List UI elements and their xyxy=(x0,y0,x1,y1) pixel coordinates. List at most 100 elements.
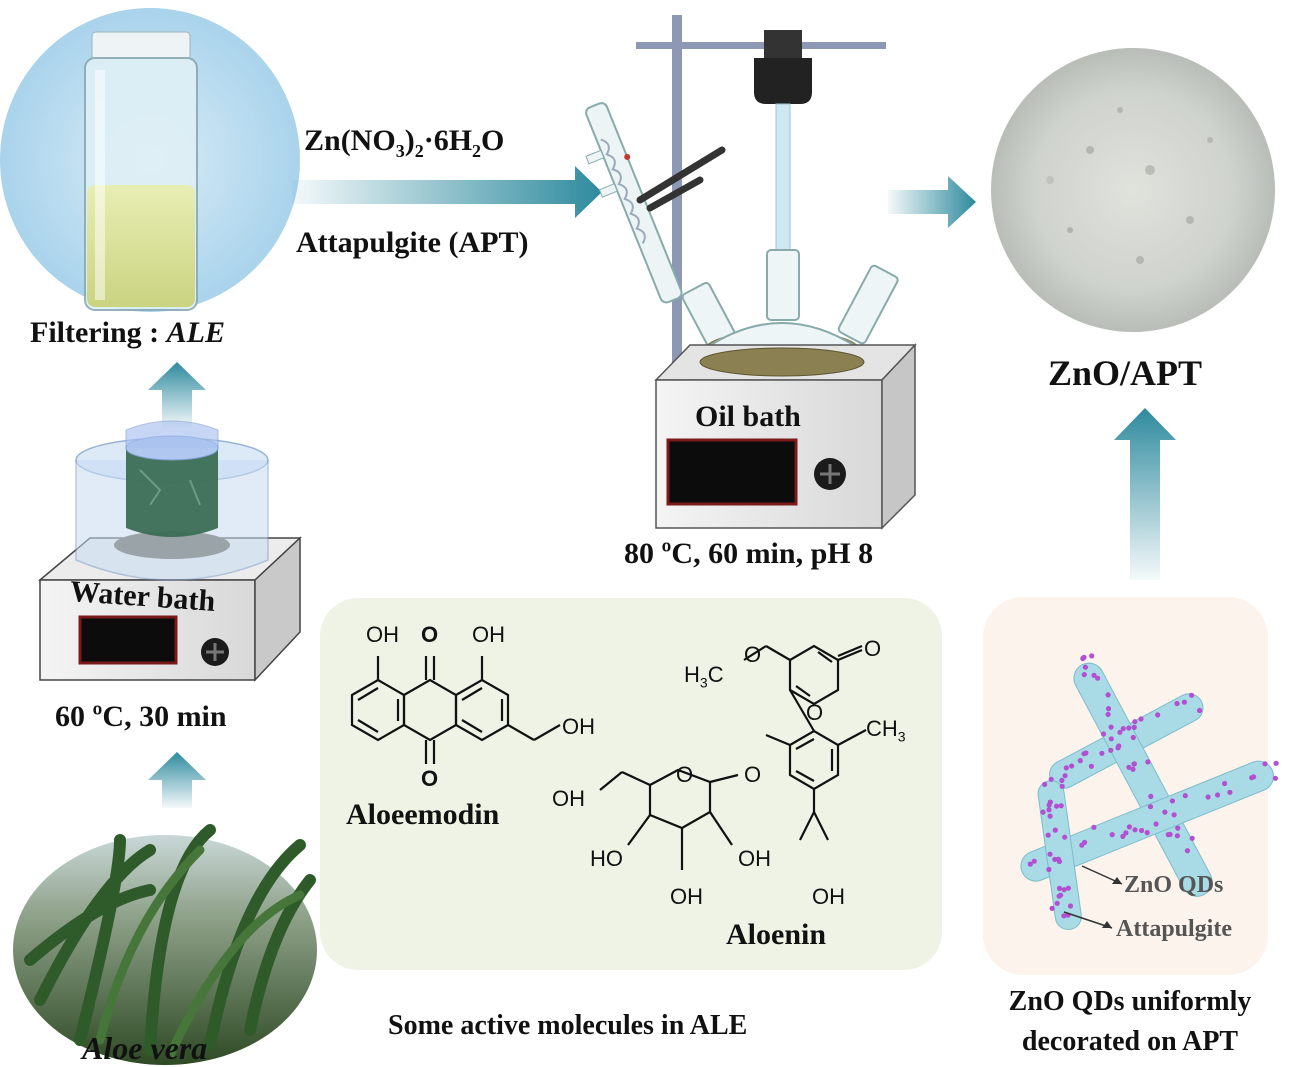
zno-qd-dot xyxy=(1049,905,1055,912)
zno-qd-dot xyxy=(1088,763,1094,769)
zno-qd-dot xyxy=(1061,913,1067,919)
filtering-label: Filtering : ALE xyxy=(30,316,225,349)
aloe-vera-label: Aloe vera xyxy=(82,1030,208,1066)
zno-qds-label: ZnO QDs xyxy=(1124,872,1224,898)
zno-qd-dot xyxy=(1130,734,1136,741)
zno-qd-dot xyxy=(1059,777,1065,784)
zno-qd-dot xyxy=(1171,812,1177,818)
zno-qd-dot xyxy=(1138,716,1144,722)
zno-qd-dot xyxy=(1126,725,1132,731)
zno-qd-dot xyxy=(1105,706,1112,712)
attapulgite-reagent-label: Attapulgite (APT) xyxy=(296,226,529,259)
zno-qd-dot xyxy=(1189,692,1195,698)
zno-qd-dot xyxy=(1147,804,1154,810)
zno-qd-dot xyxy=(1052,827,1058,833)
zno-qd-dot xyxy=(1067,903,1074,909)
zno-qd-dot xyxy=(1062,834,1068,840)
zno-panel-caption-line2: decorated on APT xyxy=(1021,1026,1239,1057)
zno-qd-dot xyxy=(1065,885,1071,891)
zno-qd-dot xyxy=(1045,832,1051,838)
zno-qd-dot xyxy=(1126,824,1132,830)
zno-qd-dot xyxy=(1054,900,1060,906)
zno-qd-dot xyxy=(1062,773,1068,779)
water-bath-conditions: 60 ºC, 30 min xyxy=(55,700,227,733)
zno-qd-dot xyxy=(1108,724,1114,730)
zno-qd-dots xyxy=(1027,653,1279,919)
zno-qd-dot xyxy=(1095,675,1101,681)
zno-qd-dot xyxy=(1108,736,1114,742)
aloeemodin-oh-2: OH xyxy=(472,622,505,647)
zno-qd-dot xyxy=(1251,774,1257,780)
zno-qd-dot xyxy=(1063,765,1069,771)
zno-qd-dot xyxy=(1175,825,1181,831)
arrow-to-reactor xyxy=(292,166,602,218)
zno-qd-dot xyxy=(1046,802,1052,808)
aloenin-ho-left: HO xyxy=(590,846,623,871)
aloenin-oh-right: OH xyxy=(738,846,771,871)
zno-qd-dot xyxy=(1197,707,1203,714)
aloeemodin-oh-3: OH xyxy=(562,714,595,739)
zno-qd-dot xyxy=(1091,824,1097,830)
aloenin-o-carbonyl: O xyxy=(864,636,882,661)
aloeemodin-o-top: O xyxy=(421,622,439,647)
zno-qd-dot xyxy=(1091,672,1097,679)
oil-bath-label: Oil bath xyxy=(695,400,801,433)
zno-qd-dot xyxy=(1117,729,1123,735)
molecules-panel xyxy=(320,598,942,970)
aloenin-h3c: H3C xyxy=(684,662,724,691)
zno-qd-dot xyxy=(1054,803,1060,809)
zno-qd-dot xyxy=(1120,833,1126,840)
aloenin-ch3: CH3 xyxy=(866,716,906,745)
filtrate-vial-photo xyxy=(0,8,300,312)
zno-qd-dot xyxy=(1047,851,1053,857)
water-bath-illustration xyxy=(37,420,302,682)
zno-qd-dot xyxy=(1099,750,1105,756)
zno-qd-dot xyxy=(1222,780,1228,787)
zno-qd-dot xyxy=(1184,848,1190,854)
zno-qd-dot xyxy=(1031,858,1037,864)
zno-qd-dot xyxy=(1042,781,1048,788)
aloenin-o-sugar: O xyxy=(676,762,694,787)
zno-qd-dot xyxy=(1061,887,1067,893)
zno-qd-dot xyxy=(1027,861,1033,867)
zno-qd-dot xyxy=(1116,743,1122,749)
zno-qd-dot xyxy=(1205,794,1211,800)
zno-qd-dot xyxy=(1155,712,1161,718)
zno-qd-dot xyxy=(1215,792,1221,798)
aloe-vera-photo xyxy=(13,824,317,1065)
zno-qd-dot xyxy=(1131,761,1137,767)
molecules-caption: Some active molecules in ALE xyxy=(388,1010,748,1041)
zno-qd-dot xyxy=(1047,813,1053,819)
zno-qd-dot xyxy=(1080,655,1086,662)
zno-qd-dot xyxy=(1132,719,1138,725)
aloenin-oh-phenol: OH xyxy=(812,884,845,909)
zno-qd-dot xyxy=(1058,803,1064,809)
aloeemodin-oh-1: OH xyxy=(366,622,399,647)
arrow-to-filtering xyxy=(148,362,206,428)
zno-qd-dot xyxy=(1109,832,1115,838)
aloenin-structure xyxy=(599,644,867,870)
zno-qd-dot xyxy=(1182,793,1188,799)
aloenin-name: Aloenin xyxy=(726,918,827,951)
zno-qd-dot xyxy=(1105,711,1111,718)
aloenin-o-ring: O xyxy=(806,700,824,725)
zno-qd-dot xyxy=(1272,775,1278,781)
zno-qd-dot xyxy=(1131,724,1137,731)
zno-qd-dot xyxy=(1081,672,1087,678)
zno-qd-dot xyxy=(1169,798,1175,804)
zno-qd-dot xyxy=(1273,760,1279,766)
zno-qd-dot xyxy=(1082,664,1088,670)
arrow-to-zno-apt xyxy=(1114,408,1176,580)
zno-qd-dot xyxy=(1181,699,1187,705)
zno-qd-dot xyxy=(1077,758,1083,764)
zno-qd-dot xyxy=(1089,653,1095,659)
zno-qd-dot xyxy=(1132,827,1138,833)
aloenin-o-methoxy: O xyxy=(744,642,762,667)
zno-qd-dot xyxy=(1048,776,1054,782)
zno-qd-dot xyxy=(1167,831,1173,838)
aloeemodin-o-bottom: O xyxy=(421,766,439,791)
zno-qd-dot xyxy=(1174,700,1180,707)
zno-apt-powder-photo xyxy=(991,48,1275,332)
zno-qd-dot xyxy=(1153,821,1159,827)
